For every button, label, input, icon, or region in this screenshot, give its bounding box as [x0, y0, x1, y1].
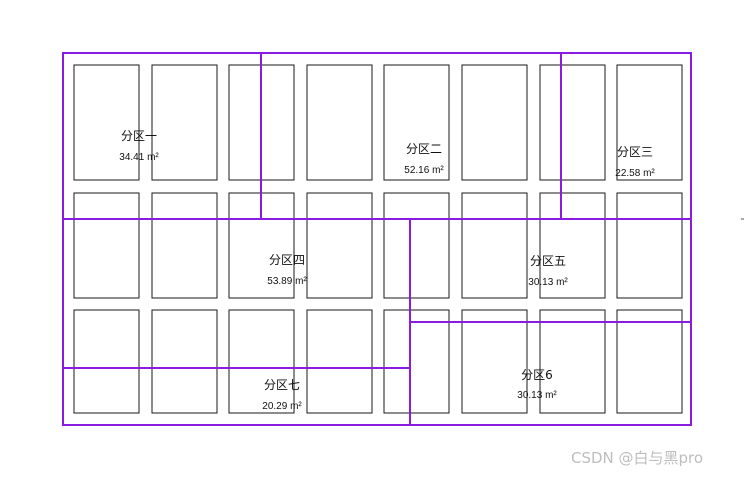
- zone-label-6: 分区6 30.13 m²: [517, 368, 557, 401]
- storage-cell: [151, 192, 218, 299]
- zone-label-1: 分区一 34.41 m²: [119, 129, 159, 163]
- zone-label-7: 分区七 20.29 m²: [262, 378, 302, 412]
- zone-name: 分区6: [521, 368, 553, 382]
- storage-cell: [461, 64, 528, 181]
- storage-cell: [461, 192, 528, 299]
- storage-cell: [616, 64, 683, 181]
- storage-cell: [73, 64, 140, 181]
- storage-cell: [383, 64, 450, 181]
- zone-name: 分区四: [269, 253, 305, 267]
- storage-cell: [228, 309, 295, 414]
- storage-cell: [461, 309, 528, 414]
- storage-cell: [539, 309, 606, 414]
- zone-area: 22.58 m²: [615, 168, 655, 179]
- zone-area: 34.41 m²: [119, 152, 159, 163]
- storage-cell: [306, 192, 373, 299]
- zone-name: 分区一: [121, 129, 157, 143]
- zone-name: 分区七: [264, 378, 300, 392]
- zone-name: 分区五: [530, 254, 566, 268]
- zone-label-4: 分区四 53.89 m²: [267, 253, 307, 287]
- zone-area: 20.29 m²: [262, 401, 302, 412]
- storage-cell: [306, 64, 373, 181]
- storage-cell: [151, 64, 218, 181]
- storage-cell: [616, 309, 683, 414]
- cell-grid: [73, 64, 683, 414]
- partition-lines: [62, 52, 692, 426]
- zone-area: 30.13 m²: [517, 390, 557, 401]
- zone-label-5: 分区五 30.13 m²: [528, 254, 568, 288]
- zone-area: 52.16 m²: [404, 165, 444, 176]
- storage-cell: [616, 192, 683, 299]
- storage-cell: [73, 192, 140, 299]
- zone-label-2: 分区二 52.16 m²: [404, 142, 444, 176]
- zone-area: 53.89 m²: [267, 276, 307, 287]
- zone-area: 30.13 m²: [528, 277, 568, 288]
- watermark: CSDN @白与黑pro: [571, 449, 704, 467]
- storage-cell: [383, 309, 450, 414]
- zone-name: 分区二: [406, 142, 442, 156]
- zone-label-3: 分区三 22.58 m²: [615, 145, 655, 179]
- storage-cell: [73, 309, 140, 414]
- storage-cell: [539, 192, 606, 299]
- outer-boundary: [62, 52, 692, 426]
- storage-cell: [383, 192, 450, 299]
- storage-cell: [306, 309, 373, 414]
- storage-cell: [539, 64, 606, 181]
- zone-name: 分区三: [617, 145, 653, 159]
- storage-cell: [151, 309, 218, 414]
